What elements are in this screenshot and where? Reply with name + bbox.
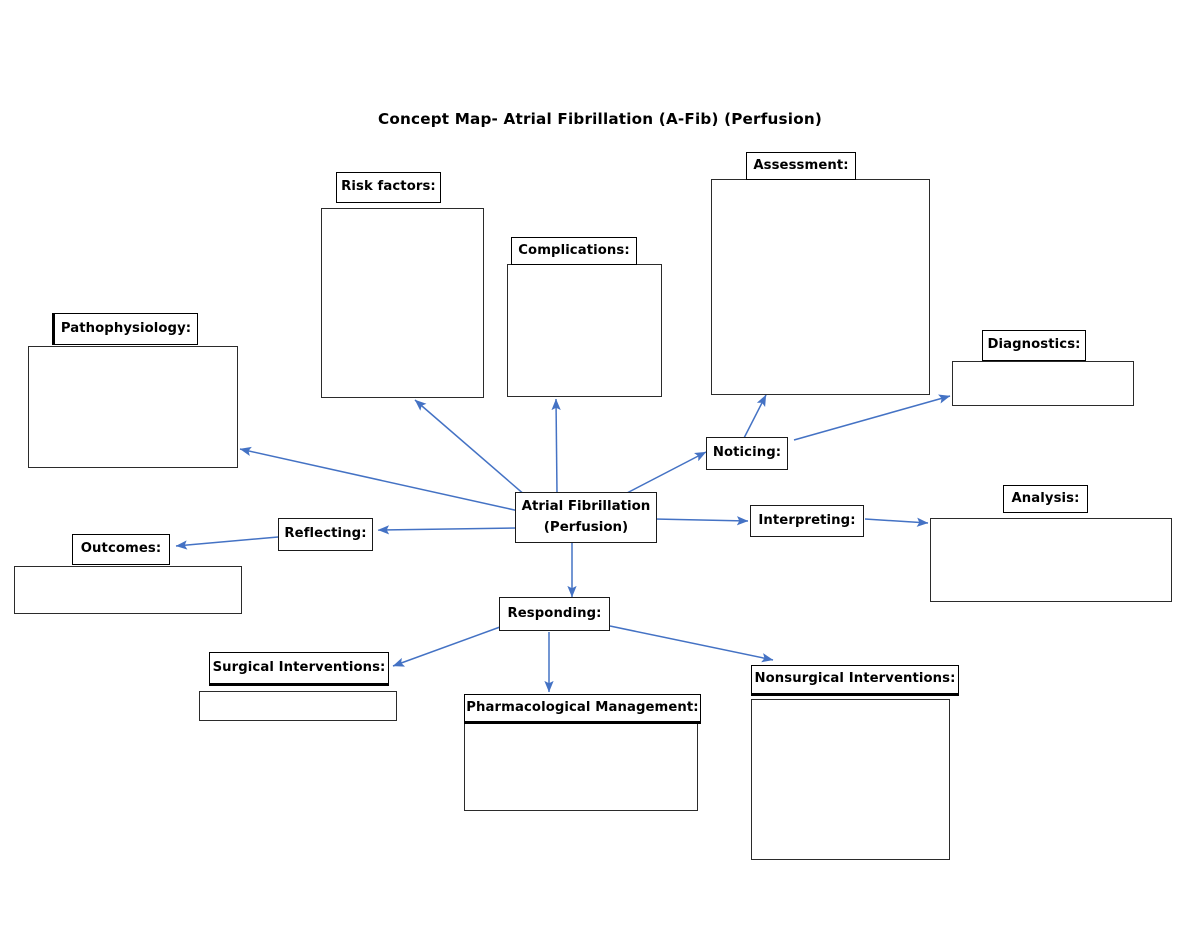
interpreting-box[interactable]: Interpreting: [750,505,864,537]
reflecting-box[interactable]: Reflecting: [278,518,373,551]
responding-label: Responding: [507,605,602,621]
edge-noticing-to-assessment [742,394,767,441]
complications-label: Complications: [518,242,630,258]
surgical-interventions-label: Surgical Interventions: [212,659,386,675]
risk-factors-label-box[interactable]: Risk factors: [336,172,441,203]
analysis-label-box[interactable]: Analysis: [1003,485,1088,513]
noticing-label: Noticing: [712,445,782,461]
central-node-line-1: Atrial Fibrillation [521,499,651,515]
outcomes-body[interactable] [14,566,242,614]
edge-center-to-reflecting [377,525,518,535]
edge-center-to-interpreting [653,516,749,526]
central-node-line-2: (Perfusion) [543,519,629,535]
edge-responding-to-nonsurgical-interventions [609,625,774,663]
nonsurgical-interventions-body[interactable] [751,699,950,860]
nonsurgical-interventions-label: Nonsurgical Interventions: [754,671,956,687]
page-title: Concept Map- Atrial Fibrillation (A-Fib)… [378,110,822,128]
risk-factors-body[interactable] [321,208,484,398]
analysis-body[interactable] [930,518,1172,602]
noticing-box[interactable]: Noticing: [706,437,788,470]
pathophysiology-label-box[interactable]: Pathophysiology: [52,313,198,345]
diagnostics-body[interactable] [952,361,1134,406]
assessment-label: Assessment: [753,157,849,173]
edge-reflecting-to-outcomes [175,536,279,550]
pathophysiology-body[interactable] [28,346,238,468]
edge-center-to-risk-factors [414,399,527,497]
edge-noticing-to-diagnostics [793,394,951,441]
complications-label-box[interactable]: Complications: [511,237,637,265]
outcomes-label-box[interactable]: Outcomes: [72,534,170,565]
surgical-interventions-label-box[interactable]: Surgical Interventions: [209,652,389,686]
edge-responding-to-surgical-interventions [392,626,501,667]
edge-center-to-complications [551,398,561,495]
analysis-label: Analysis: [1011,490,1080,506]
diagnostics-label: Diagnostics: [987,337,1081,353]
edge-center-to-noticing [624,451,707,495]
pharmacological-management-body[interactable] [464,723,698,811]
interpreting-label: Interpreting: [758,512,856,528]
risk-factors-label: Risk factors: [341,179,436,195]
pharmacological-management-label: Pharmacological Management: [466,699,699,715]
edge-interpreting-to-analysis [864,517,929,527]
nonsurgical-interventions-label-box[interactable]: Nonsurgical Interventions: [751,665,959,696]
complications-body[interactable] [507,264,662,397]
assessment-body[interactable] [711,179,930,395]
central-node-atrial-fibrillation[interactable]: Atrial Fibrillation (Perfusion) [515,492,657,543]
central-node-text: Atrial Fibrillation (Perfusion) [522,497,651,537]
pharmacological-management-label-box[interactable]: Pharmacological Management: [464,694,701,724]
assessment-label-box[interactable]: Assessment: [746,152,856,180]
pathophysiology-label: Pathophysiology: [60,320,192,336]
diagnostics-label-box[interactable]: Diagnostics: [982,330,1086,361]
surgical-interventions-body[interactable] [199,691,397,721]
outcomes-label: Outcomes: [80,541,162,557]
responding-box[interactable]: Responding: [499,597,610,631]
reflecting-label: Reflecting: [284,526,367,542]
edge-center-to-pathophysiology [239,446,520,512]
